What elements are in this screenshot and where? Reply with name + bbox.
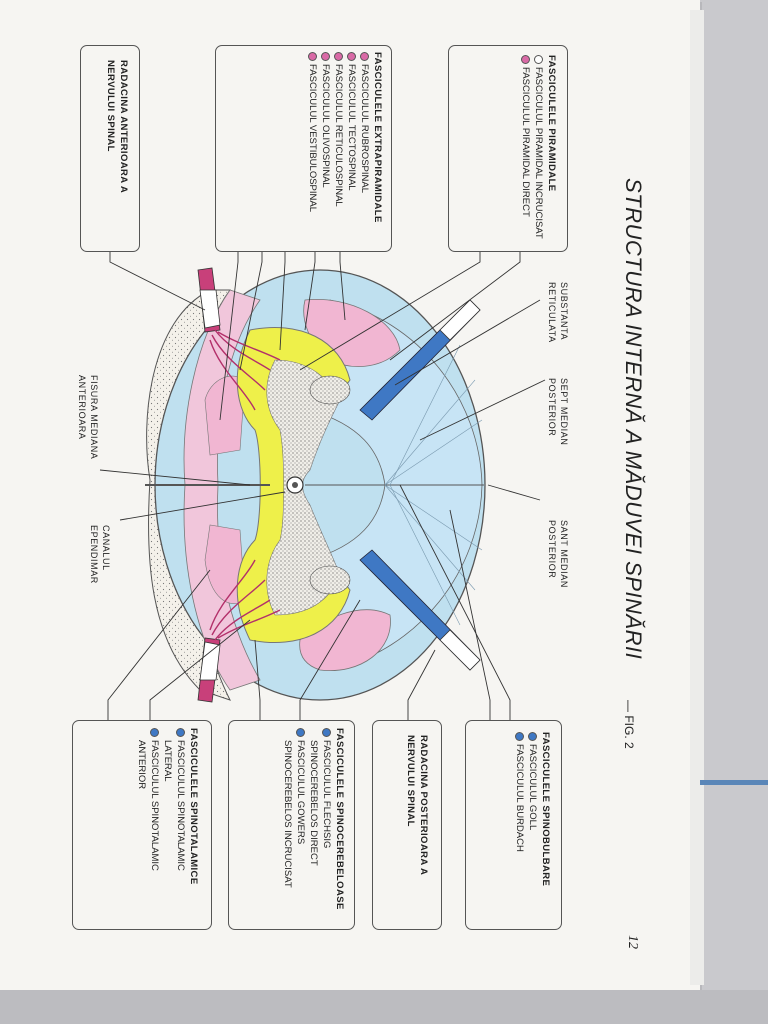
label-sant-median-posterior: SANT MEDIAN POSTERIOR: [547, 520, 569, 588]
pink-dot-icon: [521, 55, 531, 64]
box-spinotalamice-text: FASCICULELE SPINOTALAMICE FASCICULUL SPI…: [135, 728, 200, 885]
box-fasciculele-spinotalamice: [72, 720, 212, 930]
radacina-anterioara-line-2: NERVULUI SPINAL: [105, 60, 116, 152]
blue-dot-icon: [322, 728, 332, 737]
pink-dot-icon: [334, 52, 344, 61]
label-substanta-reticulata: SUBSTANTA RETICULATA: [547, 282, 569, 343]
heading-extrapiramidale: FASCICULELE EXTRAPIRAMIDALE: [372, 52, 383, 223]
page-shadow: [0, 990, 768, 1024]
label-canalul-ependimar: CANALUL EPENDIMAR: [89, 525, 111, 584]
item-goll: FASCICULUL GOLL: [526, 732, 539, 886]
item-gowers: FASCICULUL GOWERS: [294, 728, 307, 910]
radacina-anterioara-line-1: RADACINA ANTERIOARA A: [118, 60, 129, 194]
box-fasciculele-extrapiramidale: [215, 45, 392, 252]
item-gowers-sub: SPINOCEREBELOS INCRUCISAT: [282, 740, 293, 888]
pink-dot-icon: [308, 52, 318, 61]
item-flechsig-sub: SPINOCEREBELOS DIRECT: [308, 740, 319, 866]
item-tectospinal: FASCICULUL TECTOSPINAL: [345, 52, 358, 223]
box-extrapiramidale-text: FASCICULELE EXTRAPIRAMIDALE FASCICULUL R…: [306, 52, 384, 223]
box-fasciculele-piramidale: [448, 45, 568, 252]
box-radacina-posterioara: [372, 720, 442, 930]
posterior-root-lower: [359, 549, 481, 671]
posterior-root-upper: [359, 299, 481, 421]
item-burdach: FASCICULUL BURDACH: [513, 732, 526, 886]
heading-spinotalamice: FASCICULELE SPINOTALAMICE: [188, 728, 199, 885]
radacina-posterioara-line-2: NERVULUI SPINAL: [405, 735, 416, 827]
radacina-posterioara-line-1: RADACINA POSTERIOARA A: [418, 735, 429, 876]
item-rubrospinal: FASCICULUL RUBROSPINAL: [358, 52, 371, 223]
label-fisura-mediana-anterioara: FISURA MEDIANA ANTERIOARA: [77, 375, 99, 460]
item-spinotalamic-anterior-sub: ANTERIOR: [136, 740, 147, 790]
item-piramidal-direct: FASCICULUL PIRAMIDAL DIRECT: [519, 55, 532, 239]
box-spinocerebeloase-text: FASCICULELE SPINOCEREBELOASE FASCICULUL …: [281, 728, 346, 910]
blue-dot-icon: [176, 728, 186, 737]
box-radacina-posterioara-text: RADACINA POSTERIOARA A NERVULUI SPINAL: [404, 735, 430, 875]
item-spinotalamic-anterior: FASCICULUL SPINOTALAMIC: [148, 728, 161, 885]
blue-dot-icon: [150, 728, 160, 737]
item-spinotalamic-lateral: FASCICULUL SPINOTALAMIC: [174, 728, 187, 885]
heading-piramidale: FASCICULELE PIRAMIDALE: [546, 55, 557, 192]
anterior-root-lower: [197, 559, 281, 703]
blue-dot-icon: [296, 728, 306, 737]
pink-dot-icon: [321, 52, 331, 61]
page-edge: [690, 10, 704, 985]
box-fasciculele-spinocerebeloase: [228, 720, 355, 930]
item-reticulospinal: FASCICULUL RETICULOSPINAL: [332, 52, 345, 223]
box-radacina-anterioara: [80, 45, 140, 252]
box-spinobulbare-text: FASCICULELE SPINOBULBARE FASCICULUL GOLL…: [513, 732, 552, 886]
background-strip: [700, 780, 768, 785]
box-radacina-anterioara-text: RADACINA ANTERIOARA A NERVULUI SPINAL: [104, 60, 130, 193]
blue-dot-icon: [515, 732, 525, 741]
heading-spinobulbare: FASCICULELE SPINOBULBARE: [540, 732, 551, 887]
label-sept-median-posterior: SEPT MEDIAN POSTERIOR: [547, 378, 569, 446]
heading-spinocerebeloase: FASCICULELE SPINOCEREBELOASE: [334, 728, 345, 910]
box-piramidale-text: FASCICULELE PIRAMIDALE FASCICULUL PIRAMI…: [519, 55, 558, 239]
white-dot-icon: [534, 55, 544, 64]
anterior-root-upper: [197, 267, 281, 411]
item-olivospinal: FASCICULUL OLIVOSPINAL: [319, 52, 332, 223]
box-fasciculele-spinobulbare: [465, 720, 562, 930]
blue-dot-icon: [528, 732, 538, 741]
item-flechsig: FASCICULUL FLECHSIG: [320, 728, 333, 910]
pink-dot-icon: [360, 52, 370, 61]
pink-dot-icon: [347, 52, 357, 61]
item-vestibulospinal: FASCICULUL VESTIBULOSPINAL: [306, 52, 319, 223]
item-piramidal-incrucisat: FASCICULUL PIRAMIDAL INCRUCISAT: [532, 55, 545, 239]
item-spinotalamic-lateral-sub: LATERAL: [162, 740, 173, 782]
